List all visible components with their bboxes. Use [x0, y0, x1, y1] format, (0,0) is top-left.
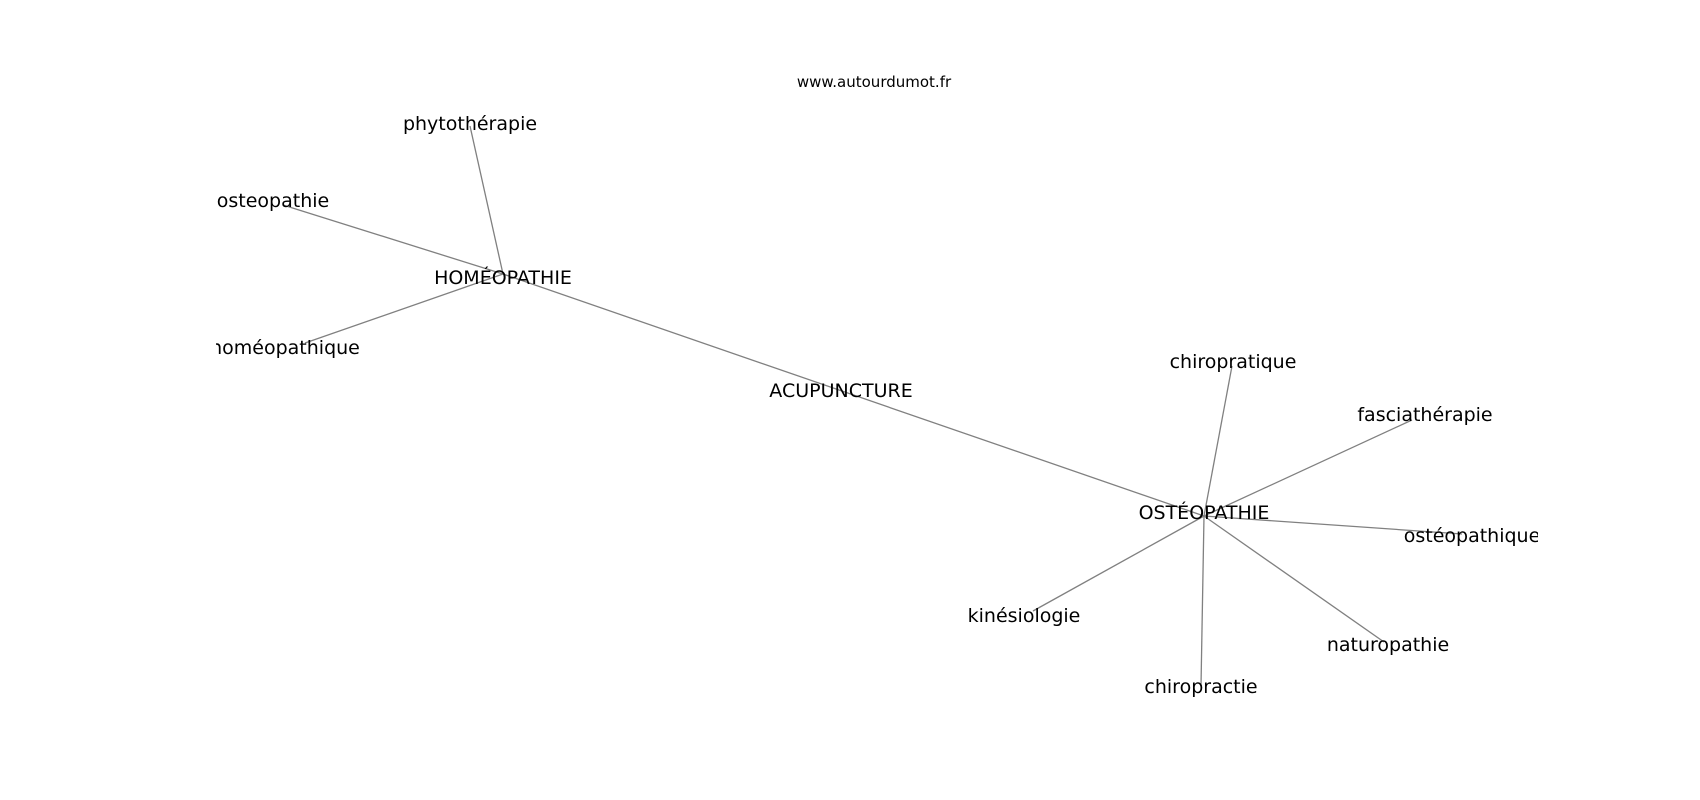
node-acupuncture[interactable]: ACUPUNCTURE [769, 380, 912, 402]
edge-homeopathie-homeopathique [304, 273, 504, 344]
edge-osteopathie-hub-naturopathie [1203, 515, 1385, 643]
node-osteopathique[interactable]: ostéopathique [1404, 525, 1541, 547]
node-chiropratique[interactable]: chiropratique [1170, 351, 1297, 373]
node-osteopathie[interactable]: osteopathie [217, 190, 329, 212]
node-naturopathie[interactable]: naturopathie [1327, 634, 1449, 656]
node-chiropractie[interactable]: chiropractie [1144, 676, 1257, 698]
site-url: www.autourdumot.fr [796, 73, 952, 91]
edge-osteopathie-hub-chiropratique [1203, 365, 1233, 517]
node-fasciatherapie[interactable]: fasciathérapie [1357, 404, 1492, 426]
node-labels: ACUPUNCTURE HOMÉOPATHIE OSTÉOPATHIE phytoth… [210, 113, 1541, 698]
node-homeopathique[interactable]: homéopathique [210, 337, 360, 359]
edge-homeopathie-osteopathie-hub [502, 273, 1205, 517]
edge-homeopathie-osteopathie [282, 204, 504, 275]
node-osteopathie-hub[interactable]: OSTÉOPATHIE [1139, 501, 1270, 524]
edge-osteopathie-hub-chiropractie [1200, 515, 1205, 687]
edge-osteopathie-hub-osteopathique [1203, 515, 1463, 535]
node-kinesiologie[interactable]: kinésiologie [968, 605, 1081, 627]
node-phytotherapie[interactable]: phytothérapie [403, 113, 537, 135]
edge-osteopathie-hub-fasciatherapie [1203, 419, 1413, 517]
edges [282, 125, 1463, 687]
edge-homeopathie-phytotherapie [469, 125, 504, 275]
node-homeopathie[interactable]: HOMÉOPATHIE [434, 266, 572, 289]
edge-osteopathie-hub-kinesiologie [1032, 515, 1205, 612]
